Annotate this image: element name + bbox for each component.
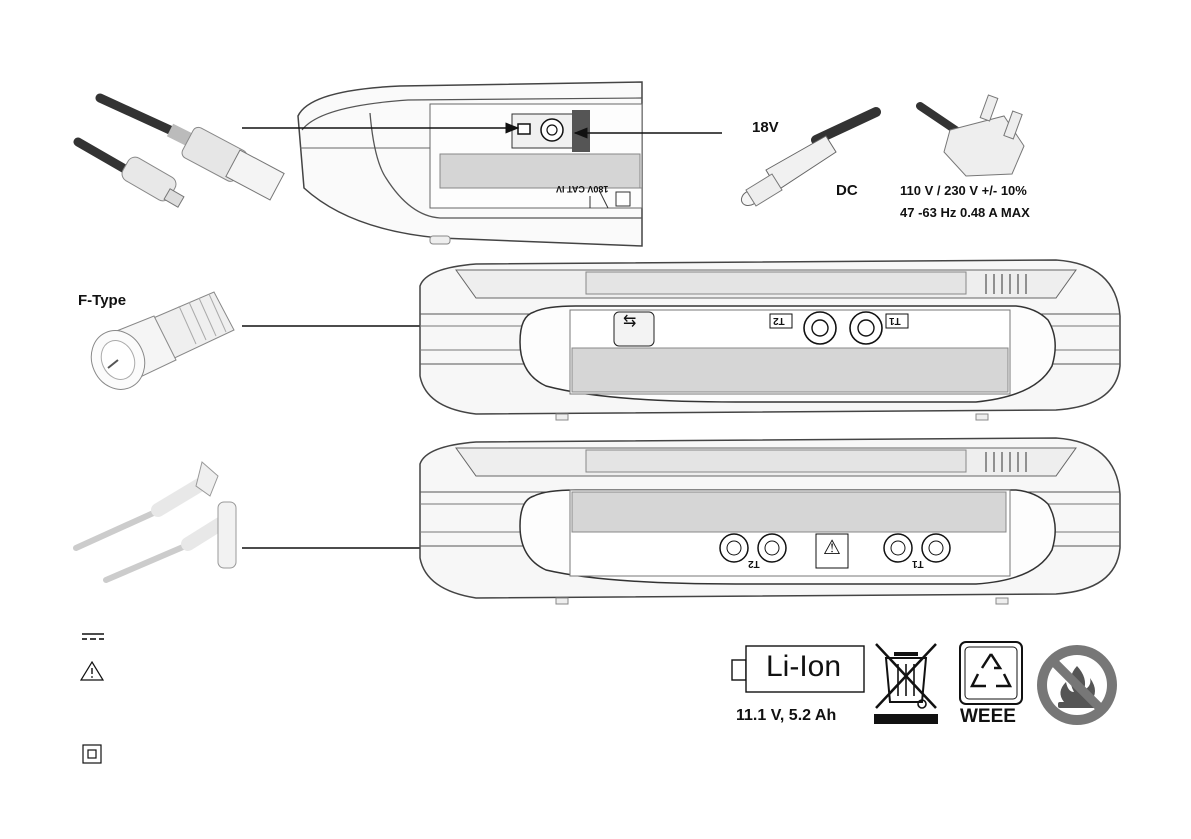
- ftype-connector-illustration: [84, 282, 244, 402]
- dc-plug-illustration: [736, 100, 886, 210]
- warning-triangle-icon: ⚠: [823, 538, 841, 558]
- device-panel-ftype: [416, 256, 1122, 422]
- weee-label: WEEE: [960, 706, 1016, 728]
- dc-symbol-icon: [82, 632, 104, 642]
- mains-plug-illustration: [912, 86, 1042, 186]
- crossed-bin-icon: [872, 642, 942, 728]
- power-spec-line2: 47 -63 Hz 0.48 A MAX: [900, 205, 1030, 220]
- battery-chemistry-label: Li-Ion: [766, 650, 841, 684]
- power-spec-line1: 110 V / 230 V +/- 10%: [900, 183, 1027, 198]
- battery-spec-label: 11.1 V, 5.2 Ah: [736, 707, 836, 725]
- usb-icon: ⇆: [623, 314, 636, 330]
- port-label-t2: T2: [748, 558, 760, 569]
- port-label-t1: T1: [912, 558, 924, 569]
- port-label-t2: T2: [773, 315, 785, 326]
- no-fire-icon: [1034, 642, 1120, 728]
- port-label-t1: T1: [889, 315, 901, 326]
- test-lead-illustration: [70, 446, 250, 586]
- recycle-icon: [958, 640, 1024, 706]
- device-panel-banana: [416, 434, 1122, 604]
- warning-triangle-icon: [80, 661, 104, 681]
- double-insulation-icon: [82, 744, 102, 764]
